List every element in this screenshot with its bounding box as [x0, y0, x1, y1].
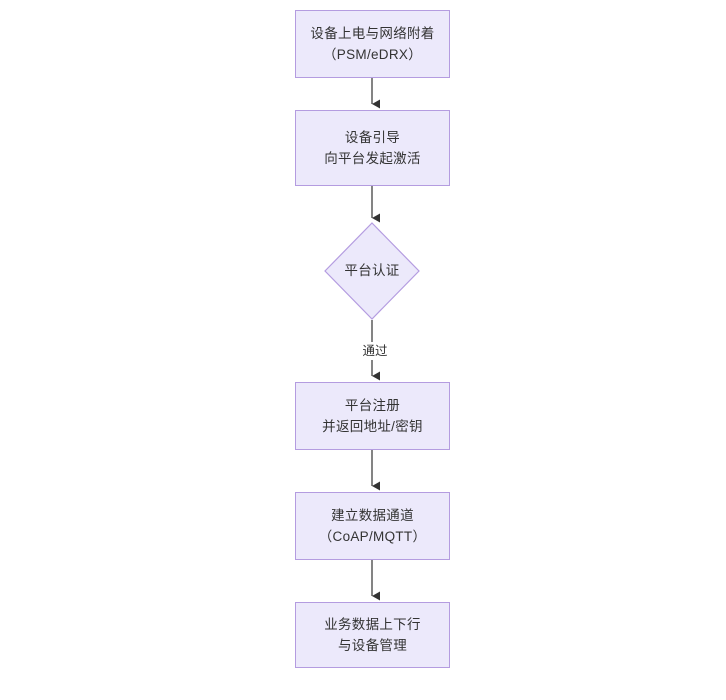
flow-node-line: 并返回地址/密钥 [322, 419, 423, 434]
flow-node-device-power-on[interactable]: 设备上电与网络附着 （PSM/eDRX） [295, 10, 450, 78]
flow-node-business-data[interactable]: 业务数据上下行 与设备管理 [295, 602, 450, 668]
flow-node-line: 平台注册 [344, 398, 401, 413]
flow-node-platform-register[interactable]: 平台注册 并返回地址/密钥 [295, 382, 450, 450]
flow-node-line: 设备引导 [344, 130, 401, 145]
diamond-shape-icon [324, 222, 420, 320]
flow-node-label: 平台认证 [344, 263, 400, 278]
flow-node-line: 与设备管理 [338, 638, 407, 653]
flow-node-line: 设备上电与网络附着 [310, 26, 435, 41]
flow-node-line: （PSM/eDRX） [322, 47, 423, 62]
edge-label-pass: 通过 [351, 342, 399, 360]
flow-node-platform-auth[interactable]: 平台认证 [324, 222, 420, 320]
flow-node-data-channel[interactable]: 建立数据通道 （CoAP/MQTT） [295, 492, 450, 560]
flow-node-line: （CoAP/MQTT） [318, 529, 427, 544]
flow-node-line: 业务数据上下行 [324, 617, 421, 632]
flow-node-device-bootstrap[interactable]: 设备引导 向平台发起激活 [295, 110, 450, 186]
flow-node-line: 建立数据通道 [331, 508, 414, 523]
flow-node-line: 向平台发起激活 [324, 151, 421, 166]
